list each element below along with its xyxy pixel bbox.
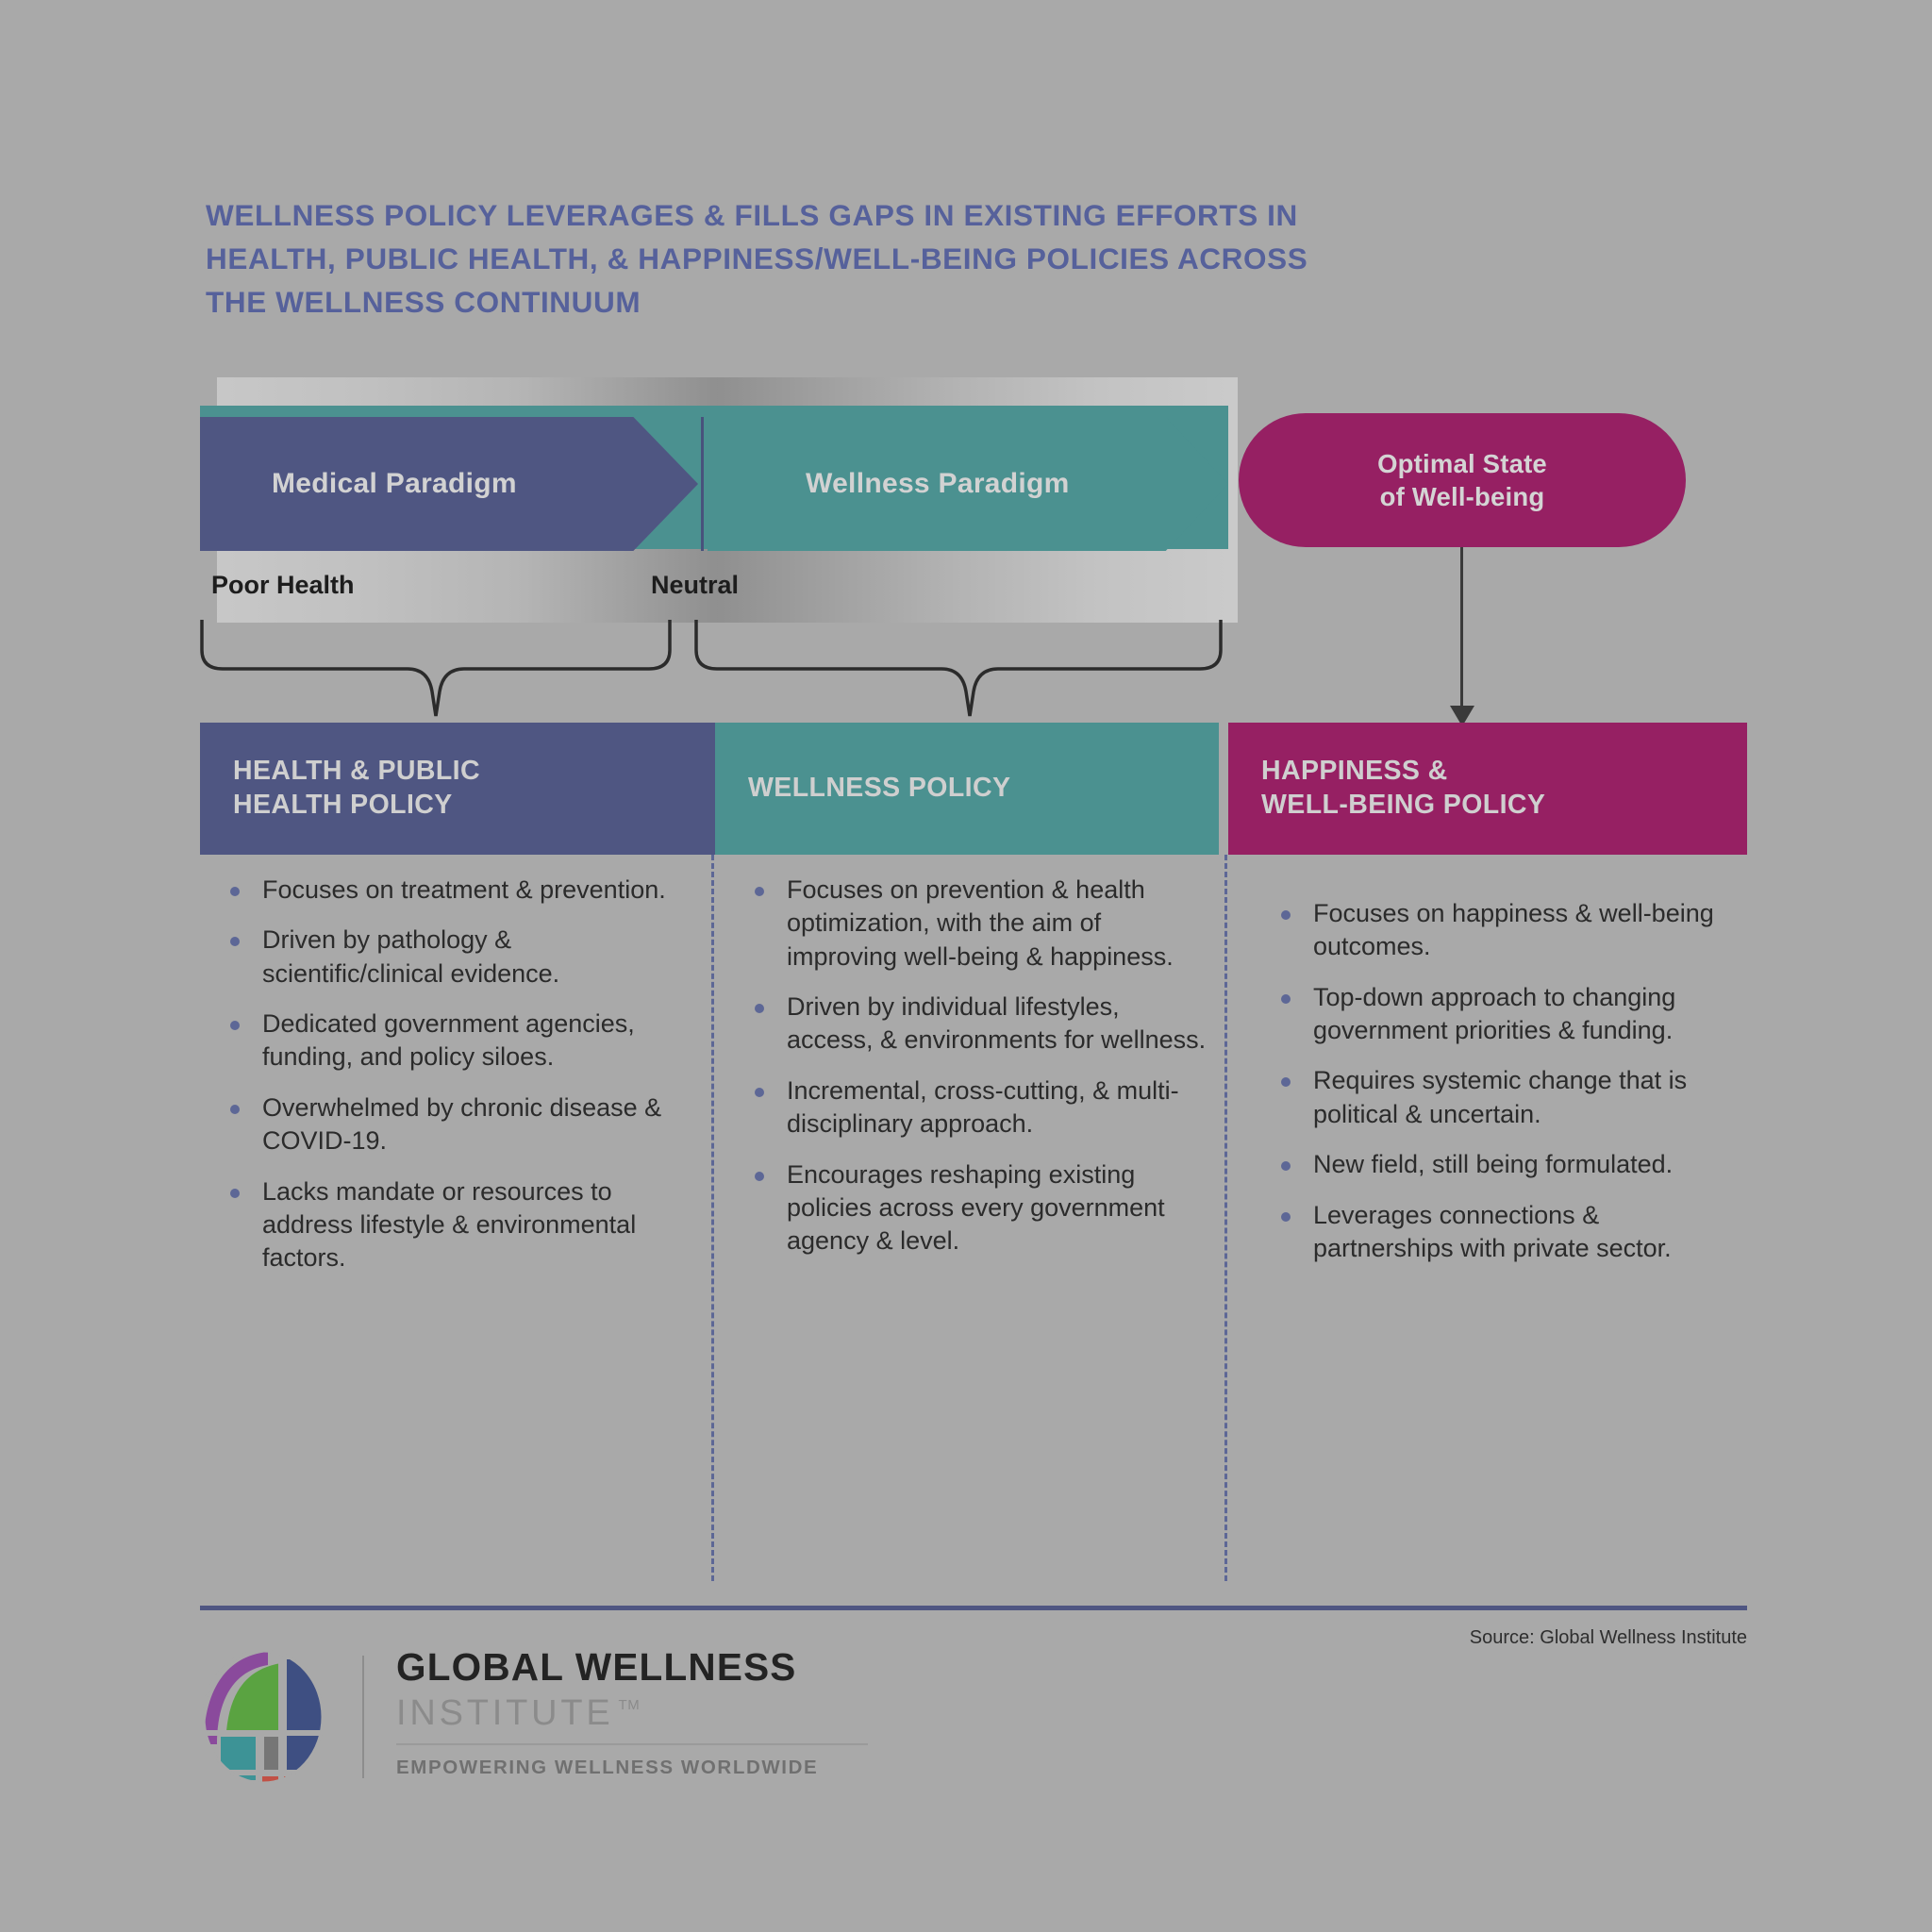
list-item: Driven by pathology & scientific/clinica… xyxy=(208,924,715,991)
col1-header-line-1: HEALTH & PUBLIC xyxy=(233,756,480,787)
col1-header-line-2: HEALTH POLICY xyxy=(233,790,453,820)
list-item: Incremental, cross-cutting, & multi-disc… xyxy=(732,1074,1228,1141)
list-item: Top-down approach to changing government… xyxy=(1258,981,1747,1048)
trademark-symbol: TM xyxy=(618,1696,641,1713)
title-line-2: HEALTH, PUBLIC HEALTH, & HAPPINESS/WELL-… xyxy=(206,241,1308,275)
column-wellness-policy: WELLNESS POLICY Focuses on prevention & … xyxy=(715,723,1228,1581)
col2-bullet-list: Focuses on prevention & health optimizat… xyxy=(715,855,1228,1258)
logo-name-line-1: GLOBAL WELLNESS xyxy=(396,1645,797,1689)
optimal-state-label-line-1: Optimal State xyxy=(1377,448,1547,478)
paradigm-divider-line xyxy=(701,417,704,551)
logo-separator-rule xyxy=(362,1656,364,1778)
gwi-logo-mark-icon xyxy=(202,1650,325,1784)
column-divider-2 xyxy=(1224,855,1227,1581)
optimal-state-connector-line xyxy=(1460,547,1463,712)
col3-header-line-1: HAPPINESS & xyxy=(1261,756,1448,787)
title-line-3: THE WELLNESS CONTINUUM xyxy=(206,284,641,319)
wellness-continuum-band: Medical Paradigm Wellness Paradigm xyxy=(200,377,1238,632)
logo-name-line-2: INSTITUTE xyxy=(396,1692,614,1733)
optimal-state-label-line-2: of Well-being xyxy=(1379,482,1545,511)
list-item: Requires systemic change that is politic… xyxy=(1258,1064,1747,1131)
medical-paradigm-arrow: Medical Paradigm xyxy=(200,417,698,551)
list-item: Focuses on prevention & health optimizat… xyxy=(732,874,1228,974)
logo-underline-rule xyxy=(396,1742,868,1745)
col3-bullet-list: Focuses on happiness & well-being outcom… xyxy=(1228,855,1747,1265)
logo-tagline: EMPOWERING WELLNESS WORLDWIDE xyxy=(396,1756,819,1778)
optimal-state-pill: Optimal State of Well-being xyxy=(1239,413,1686,547)
brace-right xyxy=(694,620,1223,717)
list-item: Driven by individual lifestyles, access,… xyxy=(732,991,1228,1058)
footer-divider-rule xyxy=(200,1606,1747,1610)
policy-comparison-table: HEALTH & PUBLIC HEALTH POLICY Focuses on… xyxy=(200,723,1747,1581)
col3-header-line-2: WELL-BEING POLICY xyxy=(1261,790,1546,820)
wellness-paradigm-arrow: Wellness Paradigm xyxy=(708,417,1228,551)
list-item: Overwhelmed by chronic disease & COVID-1… xyxy=(208,1091,715,1158)
title-line-1: WELLNESS POLICY LEVERAGES & FILLS GAPS I… xyxy=(206,198,1298,232)
column-divider-1 xyxy=(711,855,714,1581)
wellness-paradigm-label: Wellness Paradigm xyxy=(806,468,1070,499)
optimal-state-arrowhead-icon xyxy=(1450,706,1474,726)
column-happiness-well-being-policy: HAPPINESS & WELL-BEING POLICY Focuses on… xyxy=(1228,723,1747,1581)
list-item: Leverages connections & partnerships wit… xyxy=(1258,1199,1747,1266)
list-item: Encourages reshaping existing policies a… xyxy=(732,1158,1228,1258)
page-title: WELLNESS POLICY LEVERAGES & FILLS GAPS I… xyxy=(206,194,1592,325)
brace-left xyxy=(200,620,672,717)
list-item: New field, still being formulated. xyxy=(1258,1148,1747,1181)
col2-header-line-1: WELLNESS POLICY xyxy=(748,773,1011,804)
col1-bullet-list: Focuses on treatment & prevention. Drive… xyxy=(200,855,715,1275)
logo-wordmark: GLOBAL WELLNESS INSTITUTE TM EMPOWERING … xyxy=(396,1648,887,1779)
column-header-wellness-policy: WELLNESS POLICY xyxy=(715,723,1219,855)
source-attribution: Source: Global Wellness Institute xyxy=(1469,1627,1747,1648)
list-item: Dedicated government agencies, funding, … xyxy=(208,1008,715,1074)
scale-label-poor-health: Poor Health xyxy=(211,571,355,599)
list-item: Focuses on happiness & well-being outcom… xyxy=(1258,897,1747,964)
list-item: Lacks mandate or resources to address li… xyxy=(208,1175,715,1275)
column-header-health-public-health-policy: HEALTH & PUBLIC HEALTH POLICY xyxy=(200,723,715,855)
continuum-braces xyxy=(200,620,1223,717)
list-item: Focuses on treatment & prevention. xyxy=(208,874,715,907)
column-header-happiness-well-being-policy: HAPPINESS & WELL-BEING POLICY xyxy=(1228,723,1747,855)
column-health-public-health-policy: HEALTH & PUBLIC HEALTH POLICY Focuses on… xyxy=(200,723,715,1581)
scale-label-neutral: Neutral xyxy=(651,571,740,599)
medical-paradigm-label: Medical Paradigm xyxy=(272,468,517,499)
global-wellness-institute-logo: GLOBAL WELLNESS INSTITUTE TM EMPOWERING … xyxy=(200,1646,889,1788)
